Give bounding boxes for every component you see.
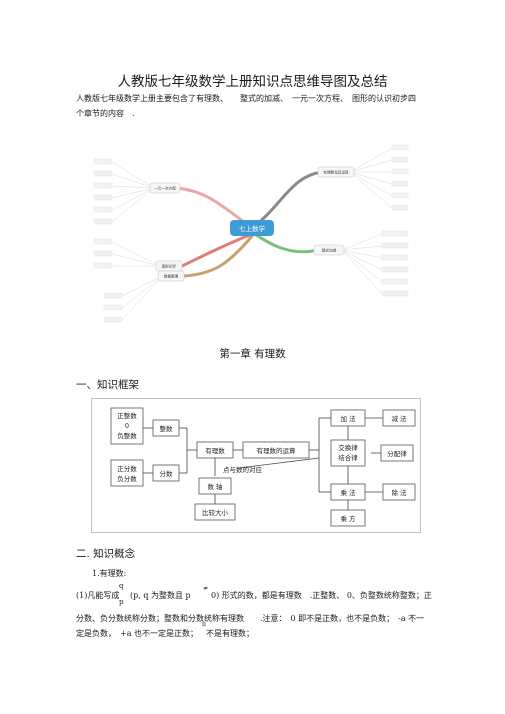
intro-line-1: 人教版七年级数学上册主要包含了有理数、 整式的加减、 一元一次方程、 图形的认识… (76, 94, 416, 103)
definition-line-2: 分数、负分数统称分数；整数和分数统称有理数 .注意： 0 即不是正数，也不是负数… (76, 614, 425, 623)
number-line-box (198, 477, 232, 495)
mindmap-branch-data (157, 270, 185, 282)
compare-box (194, 503, 236, 521)
distributive-law-label: 分配律 (387, 449, 407, 458)
integer-label: 整数 (160, 424, 174, 433)
number-line-label: 数 轴 (207, 482, 223, 491)
definition-line-3b: 不是有理数； (206, 629, 254, 638)
fraction-label: 分数 (160, 469, 174, 478)
page-title: 人教版七年级数学上册知识点思维导图及总结 (117, 74, 388, 90)
definition-line-1b: (p, q 为整数且 p (130, 591, 191, 600)
definition-line-1a: (1)凡能写成 (76, 591, 120, 600)
addition-label: 加 法 (340, 414, 356, 423)
point-number-correspondence-label: 点与数的对应 (223, 465, 263, 474)
intro-line-2: 个章节的内容 . (76, 109, 135, 118)
subtraction-box (382, 409, 416, 427)
section-concepts-heading: 二. 知识概念 (76, 548, 136, 560)
mindmap-branch-integral-label: 整式加减 (322, 248, 337, 253)
mindmap-branch-rational-label: 有理数及其运算 (323, 170, 349, 175)
commutative-law-label: 交换律 (338, 443, 358, 452)
distributive-box (380, 444, 414, 462)
division-box (382, 483, 416, 501)
chapter-heading: 第一章 有理数 (219, 348, 286, 360)
fraction-numerator-q: q (119, 582, 124, 590)
rational-number-item: 1.有理数: (92, 569, 127, 578)
mindmap-branch-equation (149, 182, 181, 194)
positive-integer-label: 正整数 (117, 411, 137, 420)
addition-box (330, 409, 366, 427)
section-framework-heading: 一、知识框架 (76, 379, 139, 391)
negative-integer-label: 负整数 (117, 431, 137, 440)
not-equal-sign: ≠ (203, 585, 209, 592)
positive-fraction-label: 正分数 (117, 464, 137, 473)
fraction-box (152, 464, 180, 482)
mindmap-branch-data-label: 数据整理 (164, 274, 179, 279)
intro-paragraph: 人教版七年级数学上册主要包含了有理数、 整式的加减、 一元一次方程、 图形的认识… (76, 91, 448, 121)
integer-box (152, 419, 180, 437)
mind-map: 有理数及其运算 整式加减 一元一次方程 图形初步 数据整理 七上数学 (93, 144, 409, 323)
power-label: 乘 方 (340, 514, 356, 523)
associative-law-label: 结合律 (338, 453, 358, 462)
multiplication-box (330, 483, 366, 501)
definition-line-3a: 定是负数， +a 也不一定是正数； (76, 629, 199, 638)
negative-fraction-label: 负分数 (117, 474, 137, 483)
mindmap-branch-rational (317, 166, 355, 178)
rational-label: 有理数 (205, 446, 225, 455)
mindmap-branch-equation-label: 一元一次方程 (154, 186, 176, 191)
zero-label: 0 (125, 422, 129, 430)
mindmap-branch-integral (313, 244, 345, 256)
operations-box (242, 441, 310, 459)
integer-kinds-box (110, 407, 144, 445)
mindmap-center-node (230, 220, 274, 236)
mindmap-branch-geometry-label: 图形初步 (162, 264, 177, 269)
definition-line-1c: 0) 形式的数，都是有理数 .正整数、 0、负整数统称整数；正 (211, 591, 432, 600)
mindmap-center-label: 七上数学 (239, 224, 266, 233)
operations-label: 有理数的运算 (257, 446, 297, 455)
knowledge-framework-diagram: 正整数 0 负整数 正分数 负分数 整数 分数 有理数 有理数的运算 点与数的对… (91, 398, 421, 533)
compare-label: 比较大小 (202, 508, 229, 517)
fraction-denominator-p: p (119, 598, 124, 606)
division-label: 除 法 (391, 488, 407, 497)
pi-symbol: π (202, 621, 206, 628)
power-box (330, 509, 366, 527)
multiplication-label: 乘 法 (340, 488, 356, 497)
rational-box (196, 441, 234, 459)
fraction-kinds-box (110, 459, 144, 487)
laws-box (330, 439, 366, 467)
subtraction-label: 减 法 (391, 414, 407, 423)
